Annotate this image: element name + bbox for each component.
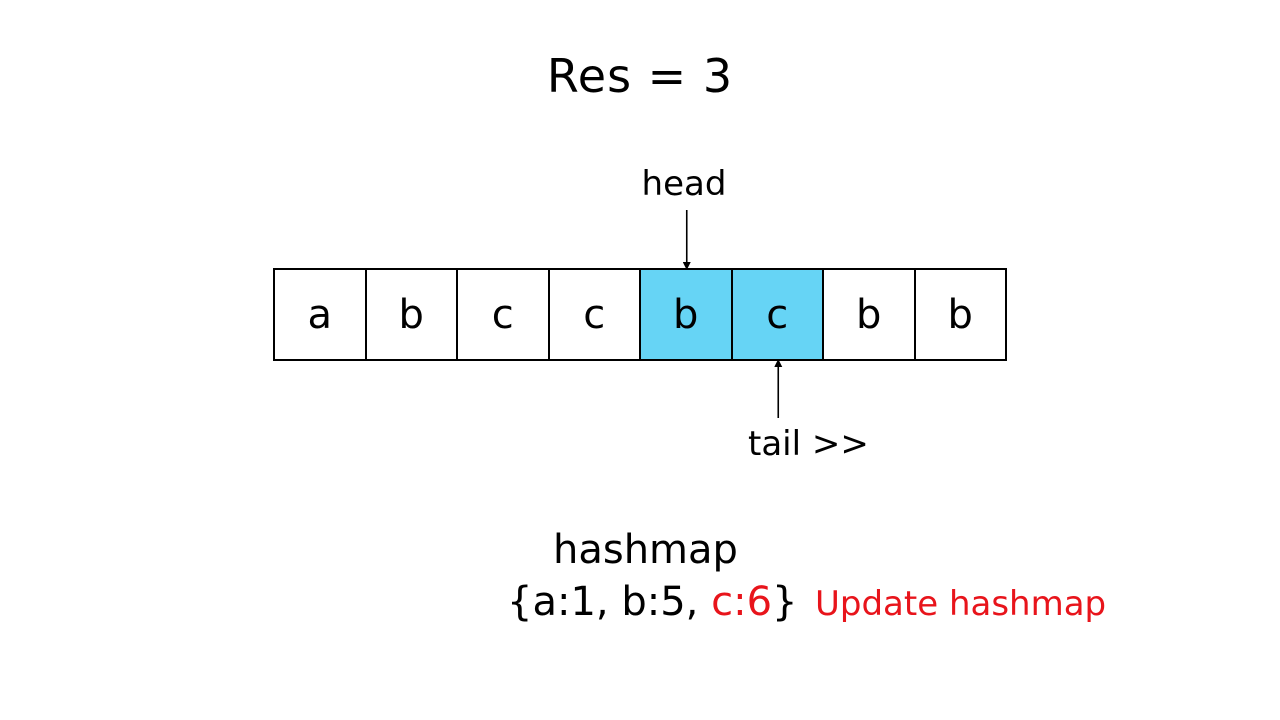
hashmap-title: hashmap (553, 527, 738, 573)
result-title: Res = 3 (0, 46, 1280, 106)
head-pointer-label: head (641, 164, 727, 204)
hashmap-entry: b:5 (621, 579, 686, 625)
hashmap-entry: a:1 (532, 579, 596, 625)
hashmap-close-brace: } (772, 579, 798, 625)
array-cell-0: a (275, 270, 367, 359)
array-cell-5: c (732, 270, 824, 359)
hashmap-open-brace: { (507, 579, 533, 625)
hashmap-separator: , (685, 579, 712, 625)
update-note: Update hashmap (815, 584, 1107, 624)
hashmap-entry: c:6 (711, 579, 773, 625)
array-cell-4: b (641, 270, 733, 359)
array-cell-6: b (824, 270, 916, 359)
hashmap-content: {a:1, b:5, c:6} (507, 578, 797, 626)
hashmap-separator: , (595, 579, 622, 625)
array-cell-1: b (366, 270, 458, 359)
array-cell-7: b (915, 270, 1007, 359)
result-text: Res = 3 (546, 49, 734, 103)
array-cell-2: c (458, 270, 550, 359)
tail-pointer-label: tail >> (748, 424, 869, 464)
array-cell-3: c (549, 270, 641, 359)
